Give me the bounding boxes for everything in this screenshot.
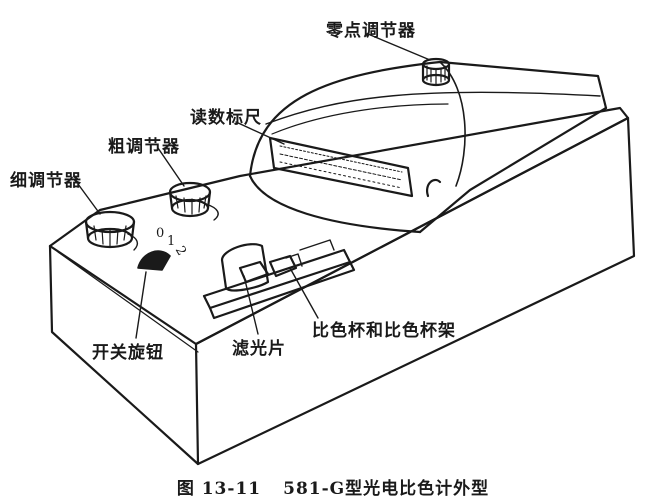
label-scale-reader: 读数标尺	[190, 108, 262, 128]
leader-lines	[77, 33, 431, 339]
instrument-case	[48, 106, 636, 466]
meter-housing	[248, 60, 608, 234]
switch-knob	[137, 250, 171, 271]
fine-adjuster-knob	[84, 210, 139, 251]
reading-scale-window	[268, 136, 414, 198]
figure-title: 581-G型光电比色计外型	[283, 479, 490, 499]
label-switch-knob: 开关旋钮	[92, 343, 164, 363]
dial-mark-1: 1	[167, 234, 177, 249]
label-zero-adjuster: 零点调节器	[326, 21, 416, 41]
zero-adjuster-knob	[421, 57, 451, 87]
label-coarse-adjuster: 粗调节器	[108, 137, 180, 157]
figure-caption: 图 13-11 581-G型光电比色计外型	[0, 474, 666, 499]
coarse-adjuster-knob	[168, 181, 219, 221]
label-filter: 滤光片	[232, 339, 286, 359]
label-fine-adjuster: 细调节器	[10, 171, 82, 191]
label-cuvette-holder: 比色杯和比色杯架	[312, 321, 456, 341]
dial-mark-0: 0	[156, 226, 166, 241]
cuvette-holder-assembly	[202, 239, 356, 320]
figure-number: 图 13-11	[176, 479, 262, 499]
